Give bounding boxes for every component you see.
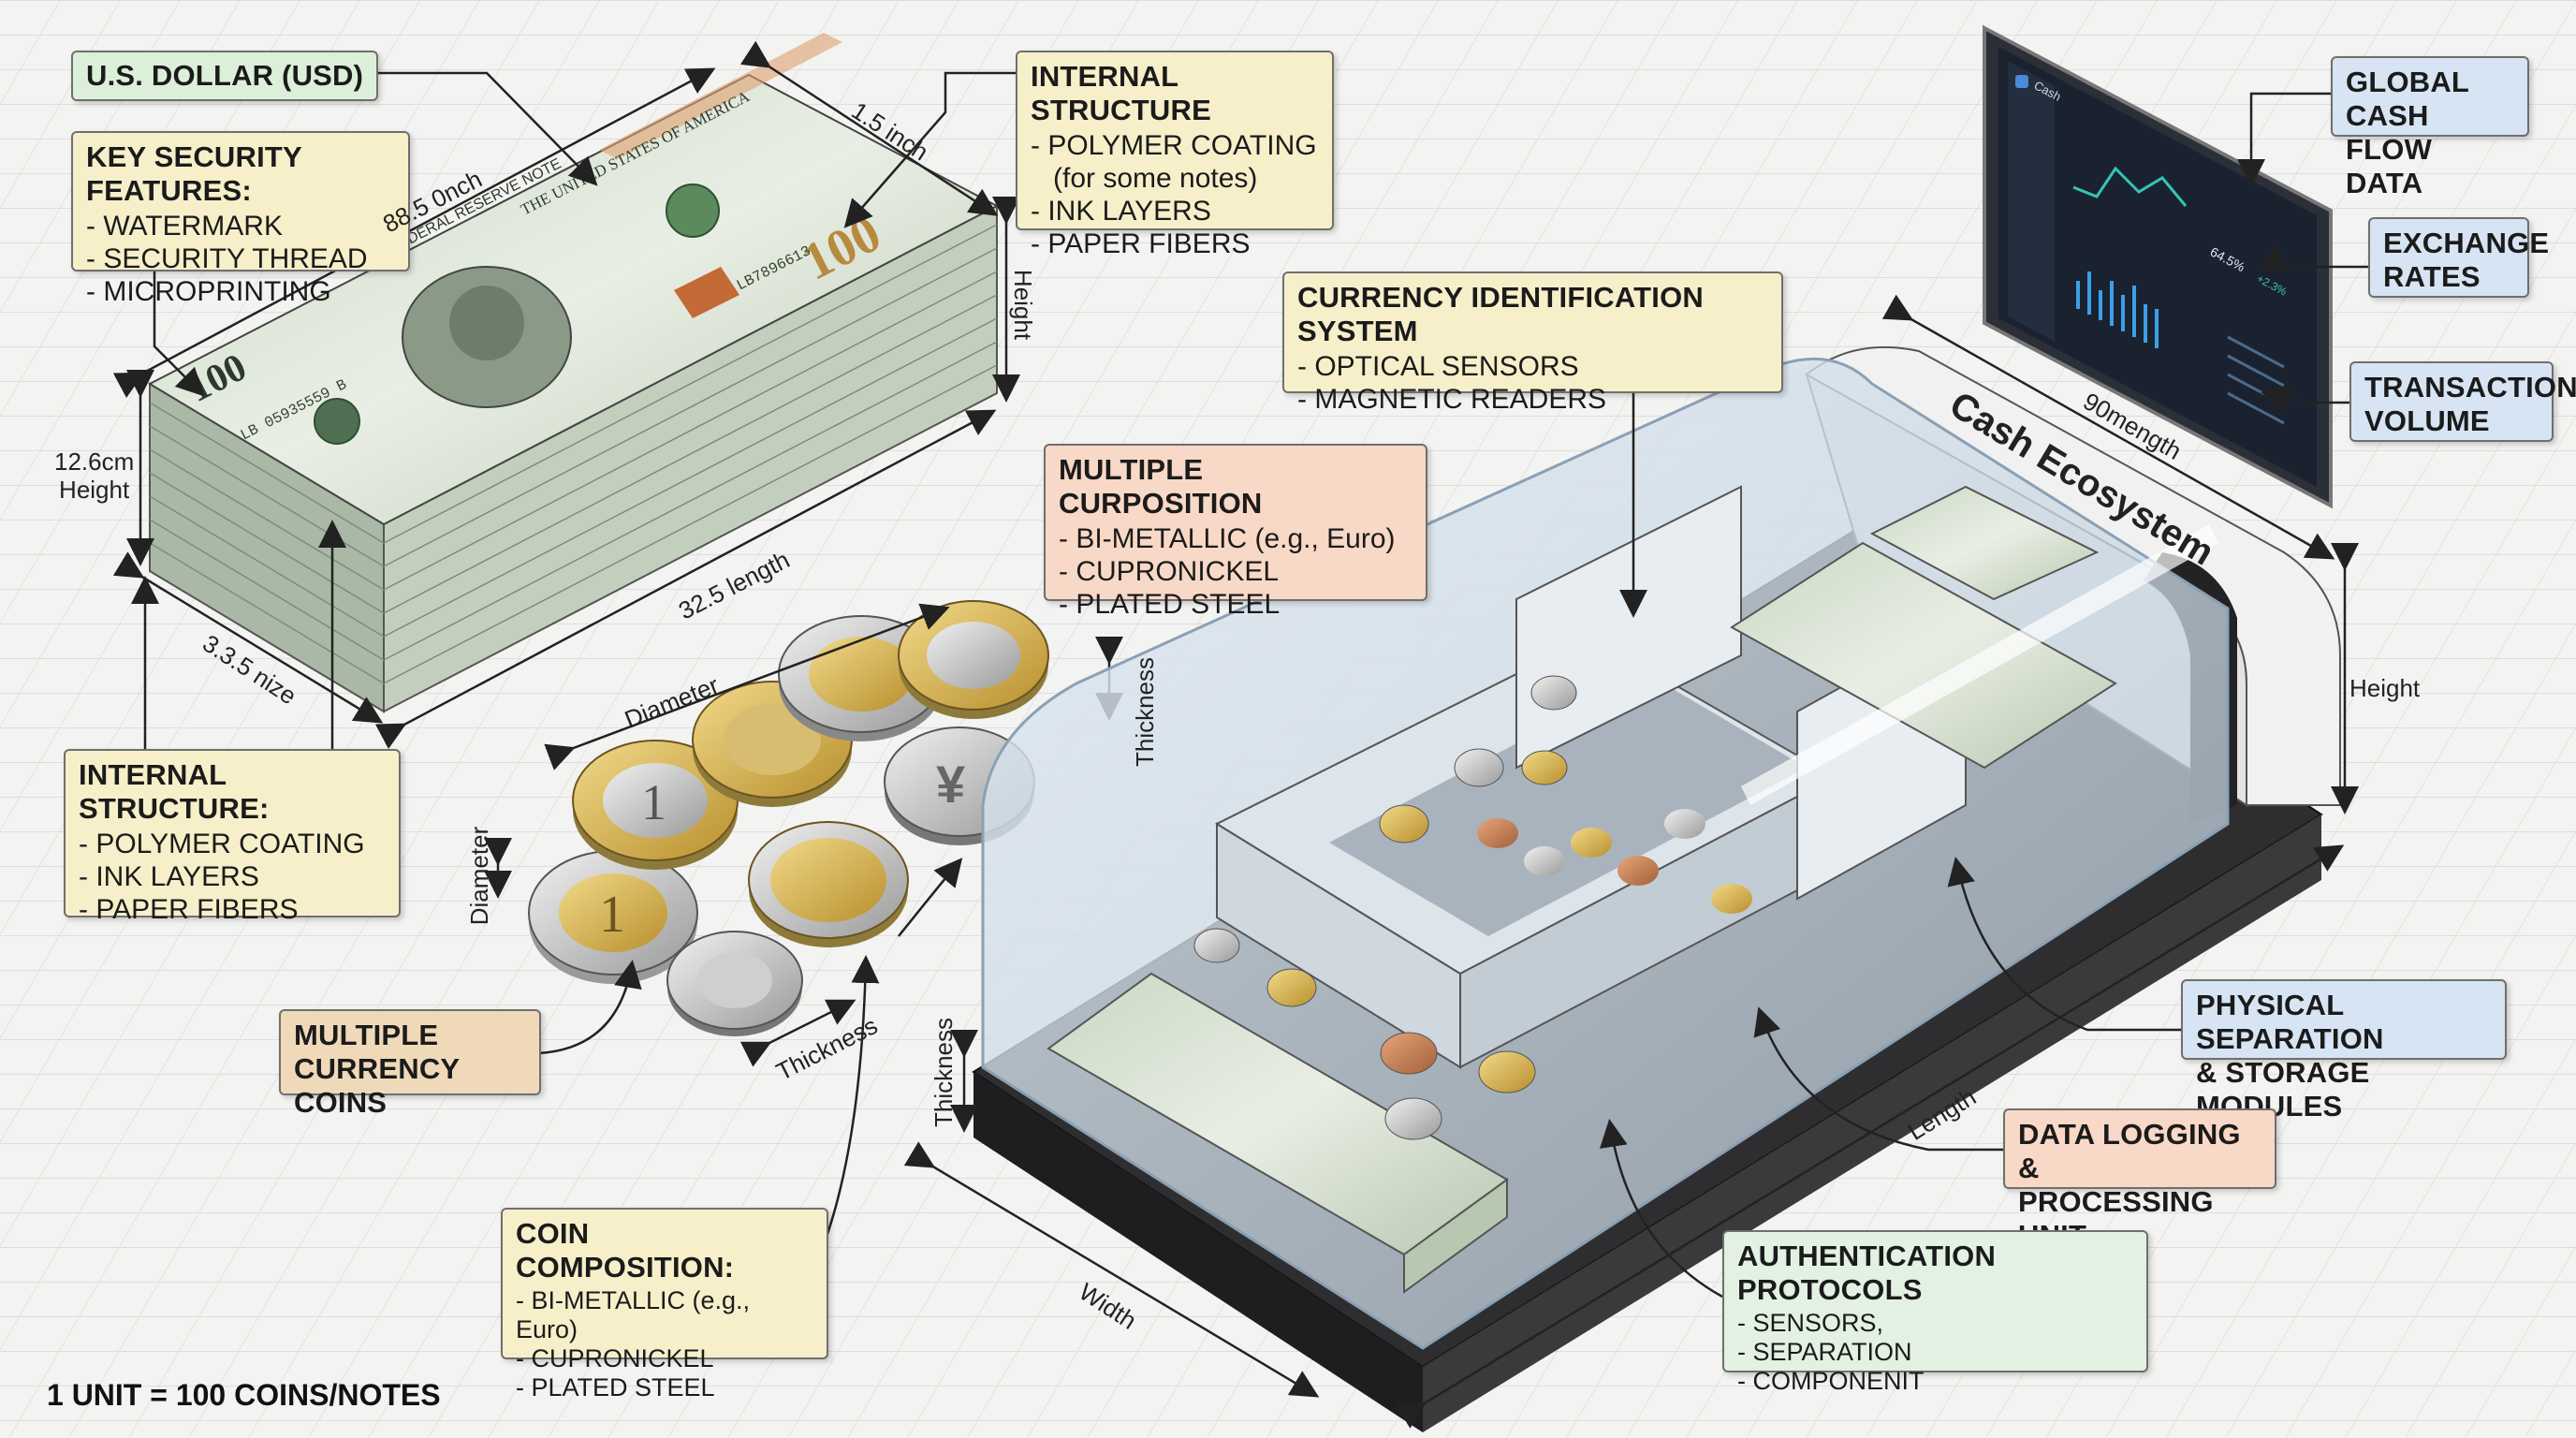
callout-global-cash-flow: GLOBAL CASH FLOW DATA	[2331, 56, 2529, 199]
dim-stack-height-left: 12.6cm Height	[54, 448, 135, 504]
auth-item: - COMPONENIT	[1737, 1367, 1925, 1395]
security-item: - SECURITY THREAD	[86, 243, 368, 274]
ejected-coin	[1478, 1050, 1536, 1093]
ejected-coin	[1266, 968, 1317, 1007]
callout-security-features: KEY SECURITY FEATURES: - WATERMARK - SEC…	[71, 131, 410, 307]
callout-exchange-rates: EXCHANGE RATES	[2368, 217, 2550, 298]
coin-yen-mark: ¥	[936, 755, 965, 814]
inner-coin	[1664, 809, 1705, 839]
internal-top-item: - POLYMER COATING	[1031, 130, 1317, 161]
internal-left-item: - INK LAYERS	[79, 861, 259, 892]
internal-top-item: - INK LAYERS	[1031, 196, 1211, 227]
coin-euro-mark-2: 1	[641, 774, 666, 830]
identification-item: - MAGNETIC READERS	[1297, 384, 1607, 415]
analytics-tablet: Cash 64.5% +2.3%	[1983, 24, 2333, 509]
tablet-bar-chart	[2076, 271, 2159, 348]
stack-dimension-lines	[112, 40, 1020, 749]
global-title: GLOBAL CASH FLOW DATA	[2346, 66, 2469, 199]
machine-dimension-lines	[903, 294, 2359, 1429]
coin-comp-title: COIN COMPOSITION:	[516, 1217, 735, 1284]
coin-euro-mark: 1	[599, 886, 625, 944]
callout-transaction-volume: TRANSACTION VOLUME	[2349, 361, 2576, 442]
callout-multiple-currency-coins: MULTIPLE CURRENCY COINS	[279, 1009, 541, 1119]
callout-physical-separation: PHYSICAL SEPARATION & STORAGE MODULES	[2181, 979, 2507, 1123]
identification-title: CURRENCY IDENTIFICATION SYSTEM	[1297, 281, 1705, 347]
tablet-app-icon	[2015, 75, 2028, 88]
coin-comp-item: - BI-METALLIC (e.g., Euro)	[516, 1286, 751, 1343]
curposition-item: - PLATED STEEL	[1059, 589, 1281, 620]
coin-euro-1: 1	[528, 850, 698, 984]
callout-internal-structure-top: INTERNAL STRUCTURE - POLYMER COATING (fo…	[1016, 51, 1334, 259]
coin-euro-2: 1	[572, 740, 739, 870]
callout-coin-composition: COIN COMPOSITION: - BI-METALLIC (e.g., E…	[501, 1208, 828, 1401]
security-item: - WATERMARK	[86, 211, 283, 242]
tablet-line-chart	[2072, 166, 2188, 207]
scanner-beam	[1741, 524, 2218, 805]
coin-comp-item: - PLATED STEEL	[516, 1373, 715, 1401]
coin-in-chute	[1521, 750, 1568, 785]
coin-in-chute	[1530, 675, 1577, 711]
internal-top-title: INTERNAL STRUCTURE	[1031, 60, 1211, 126]
inner-coin	[1711, 884, 1752, 914]
tablet-screen	[1998, 47, 2317, 487]
curposition-title: MULTIPLE CURPOSITION	[1059, 453, 1263, 520]
dim-coin-diameter-left: Diameter	[465, 826, 494, 926]
internal-left-item: - POLYMER COATING	[79, 829, 365, 859]
dim-stack-height-right: Height	[1009, 269, 1038, 341]
identification-item: - OPTICAL SENSORS	[1297, 351, 1579, 382]
dim-machine-height: Height	[2349, 674, 2421, 702]
unit-note: 1 UNIT = 100 COINS/NOTES	[47, 1378, 441, 1412]
curposition-item: - BI-METALLIC (e.g., Euro)	[1059, 523, 1396, 554]
coin-pound	[748, 821, 909, 947]
security-title: KEY SECURITY FEATURES:	[86, 140, 302, 207]
treasury-seal	[666, 183, 720, 238]
callout-usd: U.S. DOLLAR (USD)	[71, 51, 379, 101]
internal-top-item: (for some notes)	[1053, 163, 1258, 194]
ejected-coin	[1193, 928, 1240, 963]
curposition-item: - CUPRONICKEL	[1059, 556, 1280, 587]
coin-comp-item: - CUPRONICKEL	[516, 1344, 714, 1372]
dim-machine-thickness: Thickness	[929, 1017, 959, 1128]
coin-in-chute	[1454, 748, 1504, 787]
dim-coin-thickness-top: Thickness	[1131, 656, 1160, 768]
internal-left-item: - PAPER FIBERS	[79, 894, 299, 925]
callout-usd-title: U.S. DOLLAR (USD)	[86, 59, 364, 92]
volume-title: TRANSACTION VOLUME	[2364, 371, 2576, 437]
ejected-coin	[1384, 1097, 1442, 1140]
physical-title: PHYSICAL SEPARATION & STORAGE MODULES	[2196, 989, 2384, 1123]
callout-internal-structure-left: INTERNAL STRUCTURE: - POLYMER COATING - …	[64, 749, 401, 925]
auth-item: - SEPARATION	[1737, 1338, 1912, 1366]
callout-currency-identification: CURRENCY IDENTIFICATION SYSTEM - OPTICAL…	[1282, 271, 1783, 415]
internal-left-title: INTERNAL STRUCTURE:	[79, 758, 270, 825]
ejected-coin	[1380, 1032, 1438, 1075]
inner-coin	[1477, 818, 1518, 848]
security-item: - MICROPRINTING	[86, 276, 331, 307]
exchange-title: EXCHANGE RATES	[2383, 227, 2550, 293]
callout-multiple-curposition: MULTIPLE CURPOSITION - BI-METALLIC (e.g.…	[1044, 444, 1427, 620]
federal-seal	[314, 398, 360, 445]
callout-authentication-protocols: AUTHENTICATION PROTOCOLS - SENSORS, - SE…	[1722, 1230, 2148, 1395]
auth-title: AUTHENTICATION PROTOCOLS	[1737, 1240, 1997, 1306]
coin-in-chute	[1379, 804, 1429, 844]
inner-coin	[1571, 828, 1612, 858]
portrait-head	[449, 286, 524, 360]
internal-top-item: - PAPER FIBERS	[1031, 228, 1251, 259]
tablet-sidebar	[2008, 61, 2055, 342]
coin-small-silver	[666, 931, 803, 1036]
multi-coins-title: MULTIPLE CURRENCY COINS	[294, 1019, 460, 1119]
callout-data-logging: DATA LOGGING & PROCESSING UNIT	[2003, 1108, 2276, 1252]
auth-item: - SENSORS,	[1737, 1309, 1884, 1337]
inner-coin	[1617, 856, 1659, 886]
inner-coin	[1524, 846, 1565, 876]
